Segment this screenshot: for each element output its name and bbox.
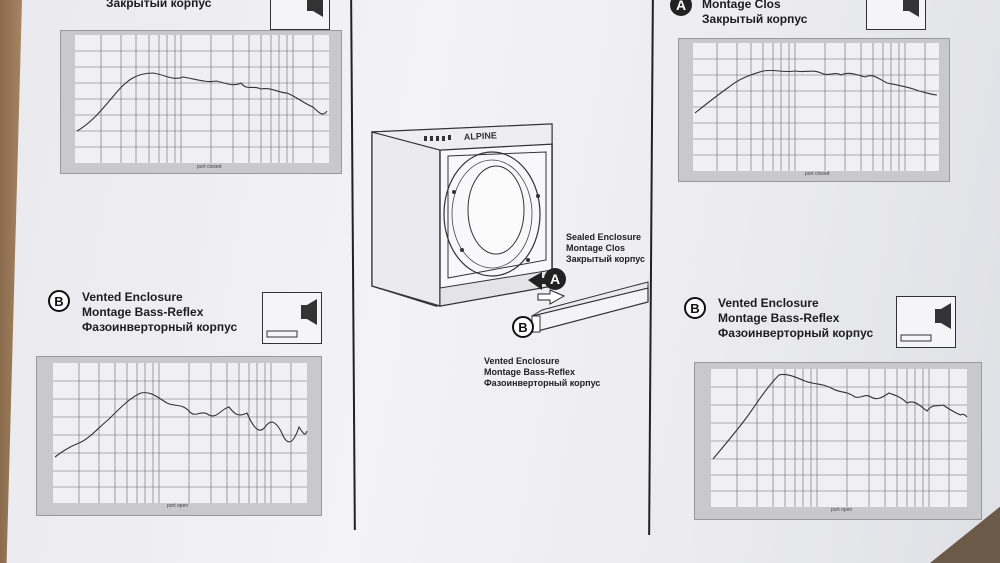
top-right-heading: Montage Clos Закрытый корпус	[702, 0, 807, 27]
vented-caption-line-2: Montage Bass-Reflex	[484, 367, 576, 377]
vented-right-graph: port open	[694, 362, 982, 520]
vented-left-heading-line-3: Фазоинверторный корпус	[82, 320, 238, 334]
vented-callout-badge: B	[512, 316, 534, 338]
speaker-icon	[900, 303, 951, 342]
top-right-axis-label: port closed	[805, 171, 830, 177]
top-left-axis-label: port closed	[197, 164, 222, 170]
sealed-caption-line-3: Закрытый корпус	[566, 254, 646, 264]
vented-right-response-plot	[711, 369, 968, 507]
speaker-icon	[307, 0, 323, 17]
vented-right-enclosure-icon	[896, 296, 956, 348]
top-left-heading: Закрытый корпус	[106, 0, 211, 11]
vented-left-enclosure-icon	[262, 292, 322, 344]
speaker-icon	[266, 299, 317, 338]
top-right-heading-line-2: Закрытый корпус	[702, 12, 808, 26]
vented-caption-line-3: Фазоинверторный корпус	[484, 378, 601, 388]
top-right-response-plot	[693, 43, 939, 171]
sealed-caption: Sealed Enclosure Montage Clos Закрытый к…	[566, 232, 645, 265]
top-right-badge: A	[670, 0, 692, 16]
top-left-response-plot	[75, 35, 329, 163]
subwoofer-enclosure-illustration: ALPINE	[371, 123, 649, 333]
sealed-caption-line-1: Sealed Enclosure	[566, 232, 642, 242]
vented-left-axis-label: port open	[167, 503, 189, 509]
vented-left-badge: B	[48, 290, 70, 312]
vented-left-heading-line-1: Vented Enclosure	[82, 290, 183, 304]
sealed-caption-line-2: Montage Clos	[566, 243, 626, 253]
vented-right-heading-line-3: Фазоинверторный корпус	[718, 326, 874, 340]
vented-caption-line-1: Vented Enclosure	[484, 356, 560, 366]
top-left-graph: port closed	[60, 30, 342, 174]
top-right-heading-line-1: Montage Clos	[702, 0, 781, 11]
vented-right-heading-line-1: Vented Enclosure	[718, 296, 819, 310]
vented-left-heading: Vented Enclosure Montage Bass-Reflex Фаз…	[82, 290, 237, 335]
vented-right-heading: Vented Enclosure Montage Bass-Reflex Фаз…	[718, 296, 873, 341]
top-left-enclosure-icon	[270, 0, 330, 30]
box-brand-logo: ALPINE	[464, 130, 497, 142]
vented-right-heading-line-2: Montage Bass-Reflex	[718, 311, 840, 325]
top-right-enclosure-icon	[866, 0, 926, 30]
vented-caption: Vented Enclosure Montage Bass-Reflex Фаз…	[484, 356, 600, 389]
top-right-graph: port closed	[678, 38, 950, 182]
top-left-heading-line: Закрытый корпус	[106, 0, 212, 10]
vented-right-axis-label: port open	[831, 507, 853, 513]
vented-left-response-plot	[53, 363, 308, 503]
vented-left-heading-line-2: Montage Bass-Reflex	[82, 305, 204, 319]
sealed-callout-badge: A	[544, 268, 566, 290]
vented-right-badge: B	[684, 297, 706, 319]
vented-left-graph: port open	[36, 356, 322, 516]
speaker-icon	[903, 0, 919, 17]
